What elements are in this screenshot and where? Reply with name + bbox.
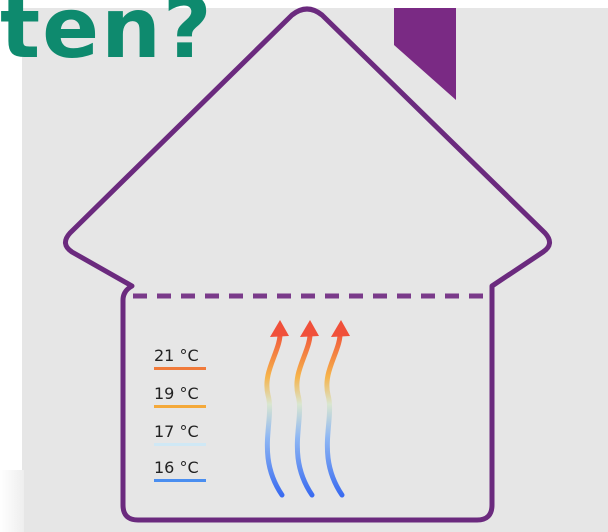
legend-line-21 [154,367,206,370]
heat-arrow-2 [294,327,315,498]
legend-label-17: 17 °C [154,422,199,441]
heat-arrow-1 [264,327,285,498]
diagram-background [22,8,608,532]
heat-arrow-1-head [270,320,289,337]
legend-label-16: 16 °C [154,458,199,477]
heat-arrow-2-head [300,320,319,337]
legend-line-16 [154,479,206,482]
house-outline [63,6,552,523]
legend-label-21: 21 °C [154,346,199,365]
heat-arrow-3-head [331,320,350,337]
heat-arrow-3 [324,327,345,498]
left-edge-fade [0,470,24,532]
legend-label-19: 19 °C [154,384,199,403]
legend-line-19 [154,405,206,408]
chimney [394,8,456,100]
page-title-fragment: ten? [0,0,214,77]
legend-line-17 [154,443,206,446]
